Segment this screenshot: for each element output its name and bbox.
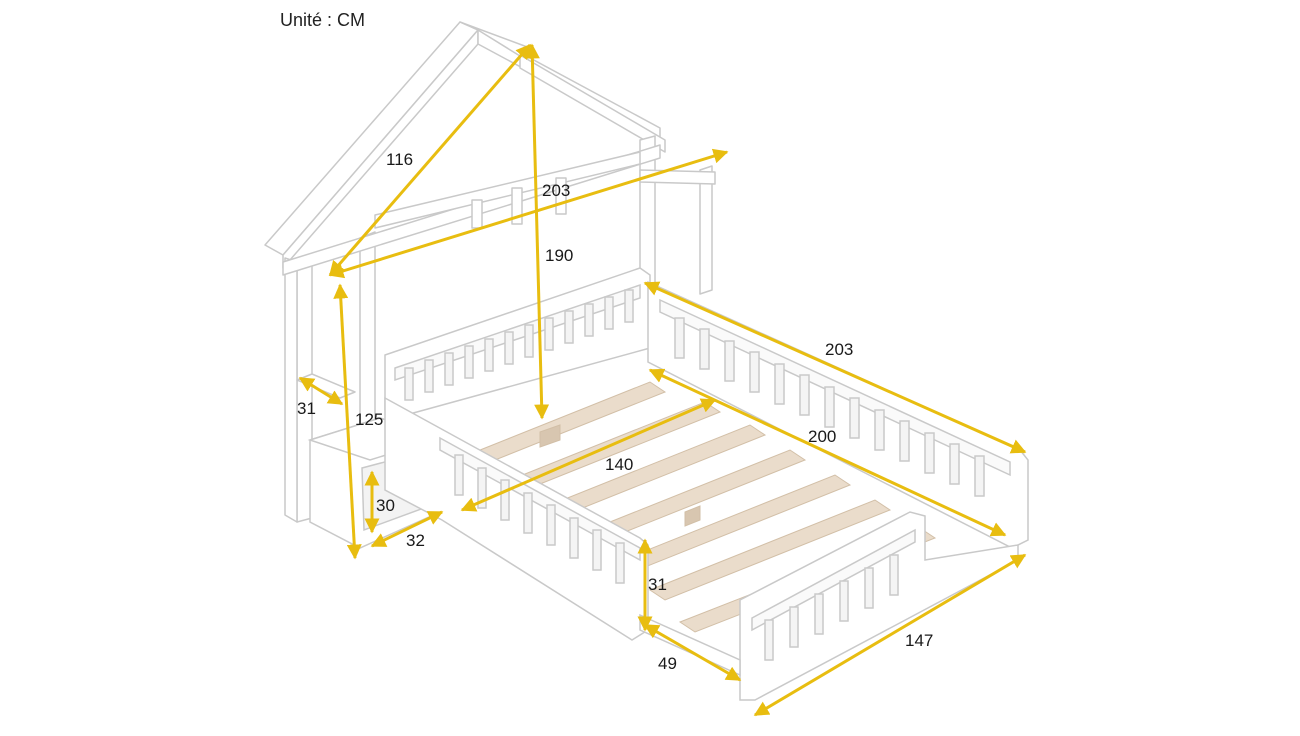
arrow-gap-width (643, 623, 742, 682)
arrow-post-height (333, 283, 362, 560)
label-cubby-height: 30 (376, 496, 395, 515)
label-gap-width: 49 (658, 654, 677, 673)
arrow-cubby-width (370, 510, 444, 548)
arrow-inner-length (648, 368, 1007, 537)
label-rail-height: 31 (648, 575, 667, 594)
arrow-house-height (524, 43, 550, 420)
arrow-inner-width (460, 398, 717, 512)
dimension-arrows (298, 43, 1027, 717)
label-side-rail-length: 203 (825, 340, 853, 359)
arrow-total-width (753, 553, 1027, 717)
arrow-shelf-depth (298, 376, 344, 406)
label-shelf-depth: 31 (297, 399, 316, 418)
label-cubby-width: 32 (406, 531, 425, 550)
unit-label: Unité : CM (280, 10, 366, 30)
label-headboard-width: 203 (542, 181, 570, 200)
label-total-width: 147 (905, 631, 933, 650)
dimension-labels: 116 203 190 203 31 125 200 140 30 32 31 … (297, 150, 933, 673)
label-inner-width: 140 (605, 455, 633, 474)
label-roof-slope: 116 (386, 150, 413, 169)
back-rail (384, 267, 651, 419)
label-inner-length: 200 (808, 427, 836, 446)
label-post-height: 125 (355, 410, 383, 429)
label-house-height: 190 (545, 246, 573, 265)
